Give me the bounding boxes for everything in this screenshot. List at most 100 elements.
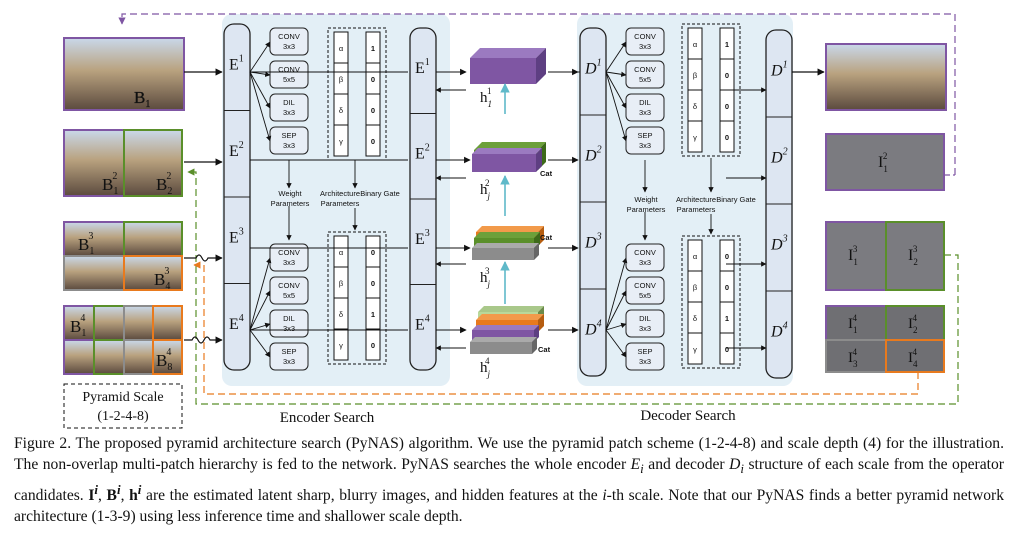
decoder-column-b-block-3: D3: [770, 234, 788, 254]
svg-text:Weight: Weight: [634, 195, 658, 204]
pyramid-scale-title: Pyramid Scale: [82, 390, 163, 405]
svg-text:Binary Gate: Binary Gate: [716, 195, 756, 204]
output-scale-3: I13 I23: [825, 221, 945, 291]
svg-text:I13: I13: [848, 244, 858, 267]
op-size: 3x3: [283, 108, 295, 117]
svg-text:Weight: Weight: [278, 189, 302, 198]
arch-param: δ: [339, 310, 343, 319]
encoder-column-a-block-2: E2: [229, 140, 244, 160]
pyramid-scale-box: Pyramid Scale (1-2-4-8): [63, 383, 183, 429]
purple-feedback-loop: [118, 13, 956, 175]
hidden-label-2: hj2: [480, 178, 491, 201]
op-name: DIL: [283, 314, 295, 323]
arch-param: δ: [693, 314, 697, 323]
cat-label: Cat: [540, 233, 553, 242]
pynas-diagram: B1 B12 B22 B13 B43 B14 B84 Pyramid Scale…: [63, 13, 959, 429]
op-name: SEP: [281, 131, 296, 140]
op-size: 3x3: [639, 42, 651, 51]
svg-text:I34: I34: [848, 347, 858, 369]
arch-param: α: [339, 44, 344, 53]
arch-param: β: [339, 75, 344, 84]
gate-value: 1: [371, 44, 375, 53]
encoder-search-label: Encoder Search: [280, 410, 375, 426]
svg-text:B1: B1: [134, 88, 150, 110]
cat-label: Cat: [540, 169, 553, 178]
svg-text:B43: B43: [154, 266, 170, 292]
svg-text:Binary Gate: Binary Gate: [360, 189, 400, 198]
op-name: DIL: [639, 314, 651, 323]
op-size: 3x3: [283, 258, 295, 267]
svg-text:Architecture: Architecture: [676, 195, 716, 204]
gate-value: 0: [371, 137, 375, 146]
hidden-feature-3: [472, 243, 539, 260]
arch-param: α: [339, 248, 344, 257]
op-name: CONV: [278, 248, 300, 257]
svg-text:Architecture: Architecture: [320, 189, 360, 198]
svg-text:Parameters: Parameters: [321, 199, 360, 208]
input-scale-3: B13 B43: [63, 221, 183, 292]
svg-text:Parameters: Parameters: [627, 205, 666, 214]
arch-param: γ: [339, 341, 343, 350]
encoder-column-b-block-3: E3: [415, 228, 430, 248]
encoder-column-b-block-1: E1: [415, 57, 430, 77]
arch-param: β: [693, 71, 698, 80]
op-size: 3x3: [639, 108, 651, 117]
op-name: CONV: [278, 32, 300, 41]
gate-value: 1: [725, 40, 729, 49]
op-name: CONV: [634, 248, 656, 257]
orange-feedback-loop: [193, 261, 919, 395]
decoder-column-b-block-1: D1: [770, 60, 788, 80]
decoder-column-a-block-2: D2: [584, 145, 602, 165]
output-scale-2: I12: [825, 133, 945, 191]
op-size: 3x3: [639, 141, 651, 150]
hidden-feature-1: [470, 48, 546, 84]
encoder-column-b-block-2: E2: [415, 142, 430, 162]
input-scale-2: B12 B22: [63, 129, 183, 197]
svg-text:B12: B12: [102, 171, 118, 197]
arch-param: δ: [693, 102, 697, 111]
svg-text:Parameters: Parameters: [677, 205, 716, 214]
hidden-feature-4: [470, 337, 537, 354]
svg-text:B14: B14: [70, 313, 86, 339]
param-labels: WeightParametersArchitectureParametersBi…: [627, 195, 756, 214]
decoder-column-b-block-2: D2: [770, 147, 788, 167]
arch-param: γ: [339, 137, 343, 146]
pyramid-scale-value: (1-2-4-8): [97, 409, 149, 424]
gate-value: 0: [725, 283, 729, 292]
svg-text:B22: B22: [156, 171, 172, 197]
op-name: CONV: [278, 281, 300, 290]
op-name: CONV: [634, 32, 656, 41]
gate-value: 0: [725, 71, 729, 80]
op-size: 3x3: [639, 258, 651, 267]
gate-value: 1: [725, 314, 729, 323]
op-size: 5x5: [639, 291, 651, 300]
input-scale-4: B14 B84: [63, 305, 183, 375]
op-size: 3x3: [639, 324, 651, 333]
gate-value: 0: [725, 252, 729, 261]
param-labels: WeightParametersArchitectureParametersBi…: [271, 189, 400, 208]
green-feedback-loop: [187, 168, 959, 405]
op-size: 3x3: [283, 357, 295, 366]
arch-param: β: [339, 279, 344, 288]
encoder-column-a-block-4: E4: [229, 313, 244, 333]
input-scale-1: B1: [63, 37, 185, 111]
svg-text:I12: I12: [878, 151, 888, 174]
gate-value: 0: [725, 345, 729, 354]
op-name: SEP: [637, 347, 652, 356]
gate-value: 0: [371, 75, 375, 84]
op-size: 5x5: [283, 291, 295, 300]
op-name: CONV: [278, 65, 300, 74]
arch-param: β: [693, 283, 698, 292]
op-size: 5x5: [283, 75, 295, 84]
gate-value: 0: [371, 106, 375, 115]
gate-value: 1: [371, 310, 375, 319]
arch-param: δ: [339, 106, 343, 115]
op-size: 3x3: [283, 42, 295, 51]
svg-text:I24: I24: [908, 313, 918, 335]
op-name: SEP: [637, 131, 652, 140]
